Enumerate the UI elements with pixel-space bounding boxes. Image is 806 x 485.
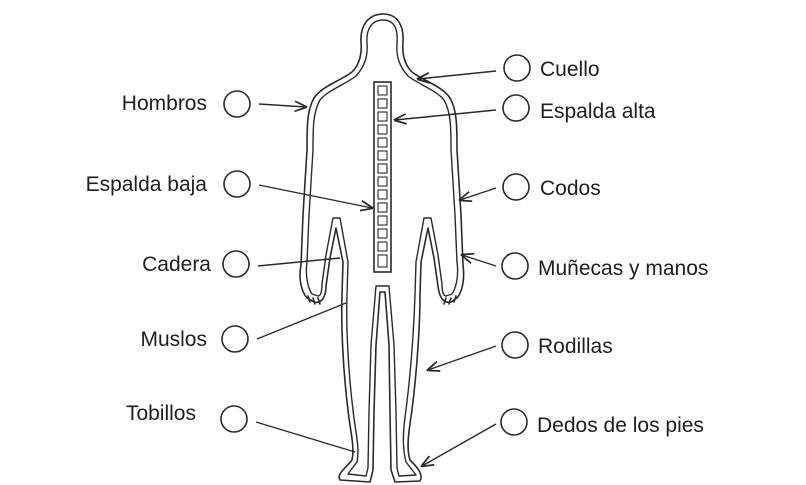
dedos-de-los-pies-checkbox[interactable] <box>501 409 527 435</box>
hombros-checkbox[interactable] <box>224 91 250 117</box>
rodillas-checkbox[interactable] <box>502 332 528 358</box>
label-espalda-alta: Espalda alta <box>540 100 656 123</box>
vertebra <box>378 255 387 267</box>
item-cadera[interactable]: Cadera <box>142 251 340 277</box>
item-hombros[interactable]: Hombros <box>122 91 306 117</box>
vertebra <box>378 125 387 134</box>
cuello-arrow <box>418 71 496 79</box>
item-dedos-de-los-pies[interactable]: Dedos de los pies <box>422 409 704 466</box>
munecas-y-manos-arrow <box>462 255 496 266</box>
label-espalda-baja: Espalda baja <box>86 173 208 196</box>
label-muslos: Muslos <box>140 328 207 351</box>
label-hombros: Hombros <box>122 92 207 115</box>
item-tobillos[interactable]: Tobillos <box>126 402 355 452</box>
vertebra <box>378 99 387 108</box>
label-munecas-y-manos: Muñecas y manos <box>538 257 708 280</box>
item-cuello[interactable]: Cuello <box>418 55 600 81</box>
muslos-checkbox[interactable] <box>222 326 248 352</box>
munecas-y-manos-checkbox[interactable] <box>502 253 528 279</box>
item-munecas-y-manos[interactable]: Muñecas y manos <box>462 253 708 280</box>
espalda-baja-arrow <box>259 185 372 208</box>
human-figure-outline <box>300 14 464 482</box>
dedos-de-los-pies-arrow <box>422 424 496 466</box>
cadera-pointer-line <box>258 258 340 266</box>
vertebra <box>378 242 387 251</box>
cuello-checkbox[interactable] <box>504 55 530 81</box>
tobillos-checkbox[interactable] <box>221 406 247 432</box>
cadera-checkbox[interactable] <box>223 251 249 277</box>
right-hand-fingers <box>444 296 456 304</box>
label-cadera: Cadera <box>142 253 211 276</box>
vertebra <box>378 203 387 212</box>
item-rodillas[interactable]: Rodillas <box>428 332 613 370</box>
label-cuello: Cuello <box>540 58 600 81</box>
vertebra <box>378 138 387 147</box>
label-codos: Codos <box>540 177 601 200</box>
espalda-baja-checkbox[interactable] <box>224 171 250 197</box>
item-codos[interactable]: Codos <box>460 174 601 200</box>
vertebra <box>378 112 387 121</box>
vertebra <box>378 164 387 173</box>
item-muslos[interactable]: Muslos <box>140 303 346 352</box>
rodillas-arrow <box>428 346 496 370</box>
codos-checkbox[interactable] <box>503 174 529 200</box>
espalda-alta-arrow <box>395 110 496 120</box>
item-espalda-alta[interactable]: Espalda alta <box>395 95 656 123</box>
vertebra <box>378 216 387 225</box>
vertebra <box>378 229 387 238</box>
vertebra <box>378 177 387 186</box>
muslos-pointer-line <box>257 303 346 339</box>
label-rodillas: Rodillas <box>538 335 613 358</box>
hombros-arrow <box>259 104 306 107</box>
vertebra <box>378 86 387 95</box>
vertebra <box>378 151 387 160</box>
codos-arrow <box>460 188 496 200</box>
espalda-alta-checkbox[interactable] <box>503 95 529 121</box>
item-espalda-baja[interactable]: Espalda baja <box>86 171 372 208</box>
vertebra <box>378 190 387 199</box>
label-dedos-de-los-pies: Dedos de los pies <box>537 414 704 437</box>
label-tobillos: Tobillos <box>126 402 196 425</box>
tobillos-pointer-line <box>256 422 355 452</box>
